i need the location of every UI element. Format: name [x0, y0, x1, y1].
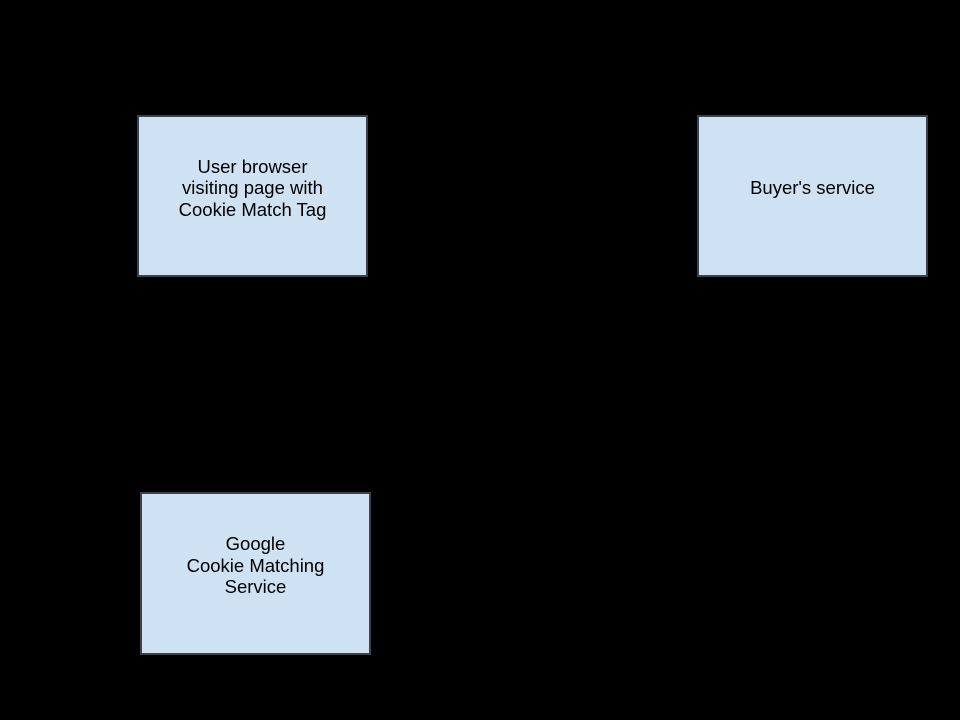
node-buyers-service-label: Buyer's service — [750, 177, 875, 199]
node-buyers-service: Buyer's service — [697, 115, 928, 277]
node-user-browser: User browser visiting page with Cookie M… — [137, 115, 368, 277]
node-google-cookie-matching: Google Cookie Matching Service — [140, 492, 371, 655]
node-user-browser-label: User browser visiting page with Cookie M… — [178, 155, 327, 220]
node-google-cookie-matching-label: Google Cookie Matching Service — [186, 533, 325, 598]
